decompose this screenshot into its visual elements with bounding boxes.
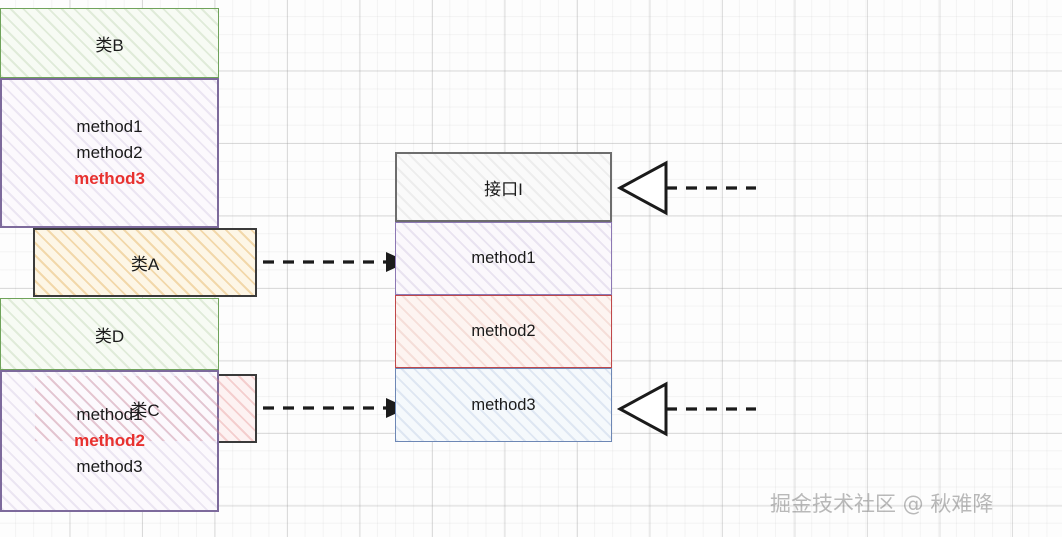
- interface-method-row-2[interactable]: method2: [395, 295, 612, 368]
- watermark: 掘金技术社区 @ 秋难降: [770, 492, 994, 516]
- class-b-label: 类B: [95, 35, 124, 55]
- class-d-method-3: method3: [76, 457, 143, 476]
- class-box-b-header[interactable]: 类B: [0, 8, 219, 78]
- class-box-d-header[interactable]: 类D: [0, 298, 219, 370]
- connector-realization-class-b: [616, 160, 756, 216]
- class-d-label: 类D: [94, 326, 125, 346]
- class-b-method-3: method3: [74, 169, 145, 188]
- connector-realization-class-d: [616, 381, 756, 437]
- interface-method-1-label: method1: [471, 249, 536, 267]
- interface-header[interactable]: 接口I: [395, 152, 612, 222]
- connector-dependency-class-a: [263, 252, 408, 272]
- interface-method-3-label: method3: [471, 395, 536, 414]
- interface-box[interactable]: 接口I method1 method2 method3: [395, 152, 612, 442]
- class-a-label: 类A: [130, 255, 160, 274]
- class-b-method-1: method1: [76, 117, 143, 136]
- class-box-b-body[interactable]: method1 method2 method3: [0, 78, 219, 228]
- interface-method-2-label: method2: [471, 322, 536, 340]
- interface-method-row-1[interactable]: method1: [395, 222, 612, 295]
- class-box-a[interactable]: 类A: [33, 228, 257, 297]
- interface-name: 接口I: [484, 179, 523, 199]
- interface-method-row-3[interactable]: method3: [395, 368, 612, 442]
- class-box-d-body[interactable]: method1 method2 method3: [0, 370, 219, 512]
- class-d-method-1: method1: [76, 405, 143, 424]
- class-b-method-2: method2: [76, 143, 143, 162]
- class-d-method-2: method2: [74, 431, 145, 450]
- class-c-label: 类C: [130, 401, 160, 420]
- connector-dependency-class-c: [263, 398, 408, 418]
